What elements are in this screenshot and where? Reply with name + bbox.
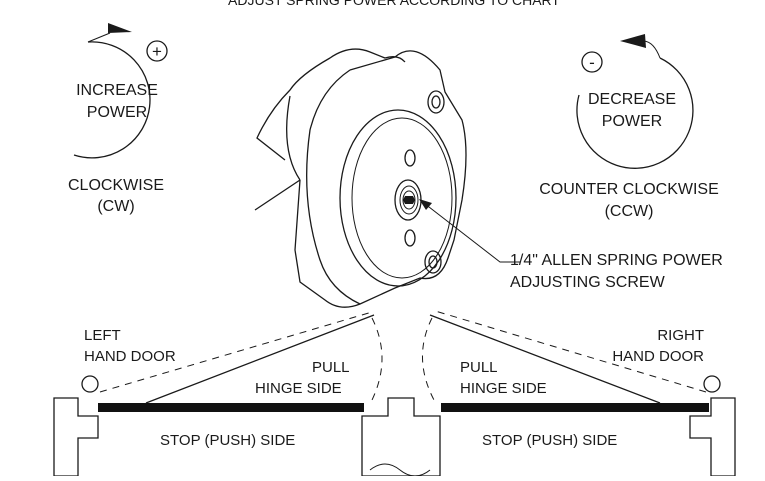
left-hand-door-diagram: LEFT HAND DOOR PULL HINGE SIDE STOP (PUS… xyxy=(53,311,383,477)
left-hinge-pivot-icon xyxy=(81,375,99,393)
screw-callout-line2: ADJUSTING SCREW xyxy=(510,274,666,291)
mounting-hole-bottom xyxy=(424,250,442,274)
door-closer-illustration xyxy=(254,48,467,308)
clockwise-arc xyxy=(73,41,151,159)
screw-callout-line1: 1/4" ALLEN SPRING POWER xyxy=(510,252,723,269)
right-pull-label: PULL xyxy=(460,359,498,376)
right-door-title-1: RIGHT xyxy=(657,327,704,344)
increase-power-label: POWER xyxy=(87,104,147,121)
counterclockwise-arrowhead-icon xyxy=(620,34,646,48)
right-hinge-pivot-icon xyxy=(703,375,721,393)
decrease-power-label: POWER xyxy=(602,113,662,130)
left-door-title-1: LEFT xyxy=(84,327,121,344)
plus-sign: + xyxy=(152,42,162,61)
right-door-panel xyxy=(441,403,709,412)
center-mullion xyxy=(361,397,441,477)
counterclockwise-arc xyxy=(576,57,694,169)
minus-circle-icon xyxy=(581,51,603,73)
minus-sign: - xyxy=(589,53,595,72)
flange-outline xyxy=(294,50,467,308)
left-door-title-2: HAND DOOR xyxy=(84,348,176,365)
header-title: ADJUST SPRING POWER ACCORDING TO CHART xyxy=(228,0,560,8)
left-door-panel xyxy=(98,403,364,412)
right-door-title-2: HAND DOOR xyxy=(612,348,704,365)
left-door-open-edge xyxy=(145,314,375,404)
right-door-swing-arc xyxy=(422,317,435,401)
right-door-open-edge xyxy=(429,314,661,404)
clockwise-label: CLOCKWISE xyxy=(68,177,164,194)
left-pull-label: PULL xyxy=(312,359,350,376)
increase-power-group: + INCREASE POWER CLOCKWISE (CW) xyxy=(68,23,168,215)
decrease-power-group: - DECREASE POWER COUNTER CLOCKWISE (CCW) xyxy=(539,34,719,220)
closer-disc xyxy=(339,109,457,287)
increase-label: INCREASE xyxy=(76,82,158,99)
left-door-swing-arc xyxy=(371,317,383,401)
cw-abbrev-label: (CW) xyxy=(97,198,134,215)
right-hand-door-diagram: RIGHT HAND DOOR PULL HINGE SIDE STOP (PU… xyxy=(422,309,736,477)
right-stop-side-label: STOP (PUSH) SIDE xyxy=(482,432,617,449)
mounting-hole-top xyxy=(427,90,445,114)
left-hinge-side-label: HINGE SIDE xyxy=(255,380,342,397)
right-wall-jamb xyxy=(689,397,736,477)
plus-circle-icon xyxy=(146,40,168,62)
counterclockwise-label: COUNTER CLOCKWISE xyxy=(539,181,719,198)
left-stop-side-label: STOP (PUSH) SIDE xyxy=(160,432,295,449)
ccw-abbrev-label: (CCW) xyxy=(605,203,654,220)
decrease-label: DECREASE xyxy=(588,91,676,108)
screw-callout-leader xyxy=(419,199,520,263)
left-wall-jamb xyxy=(53,397,99,477)
right-hinge-side-label: HINGE SIDE xyxy=(460,380,547,397)
clockwise-arrowhead-icon xyxy=(108,23,132,33)
